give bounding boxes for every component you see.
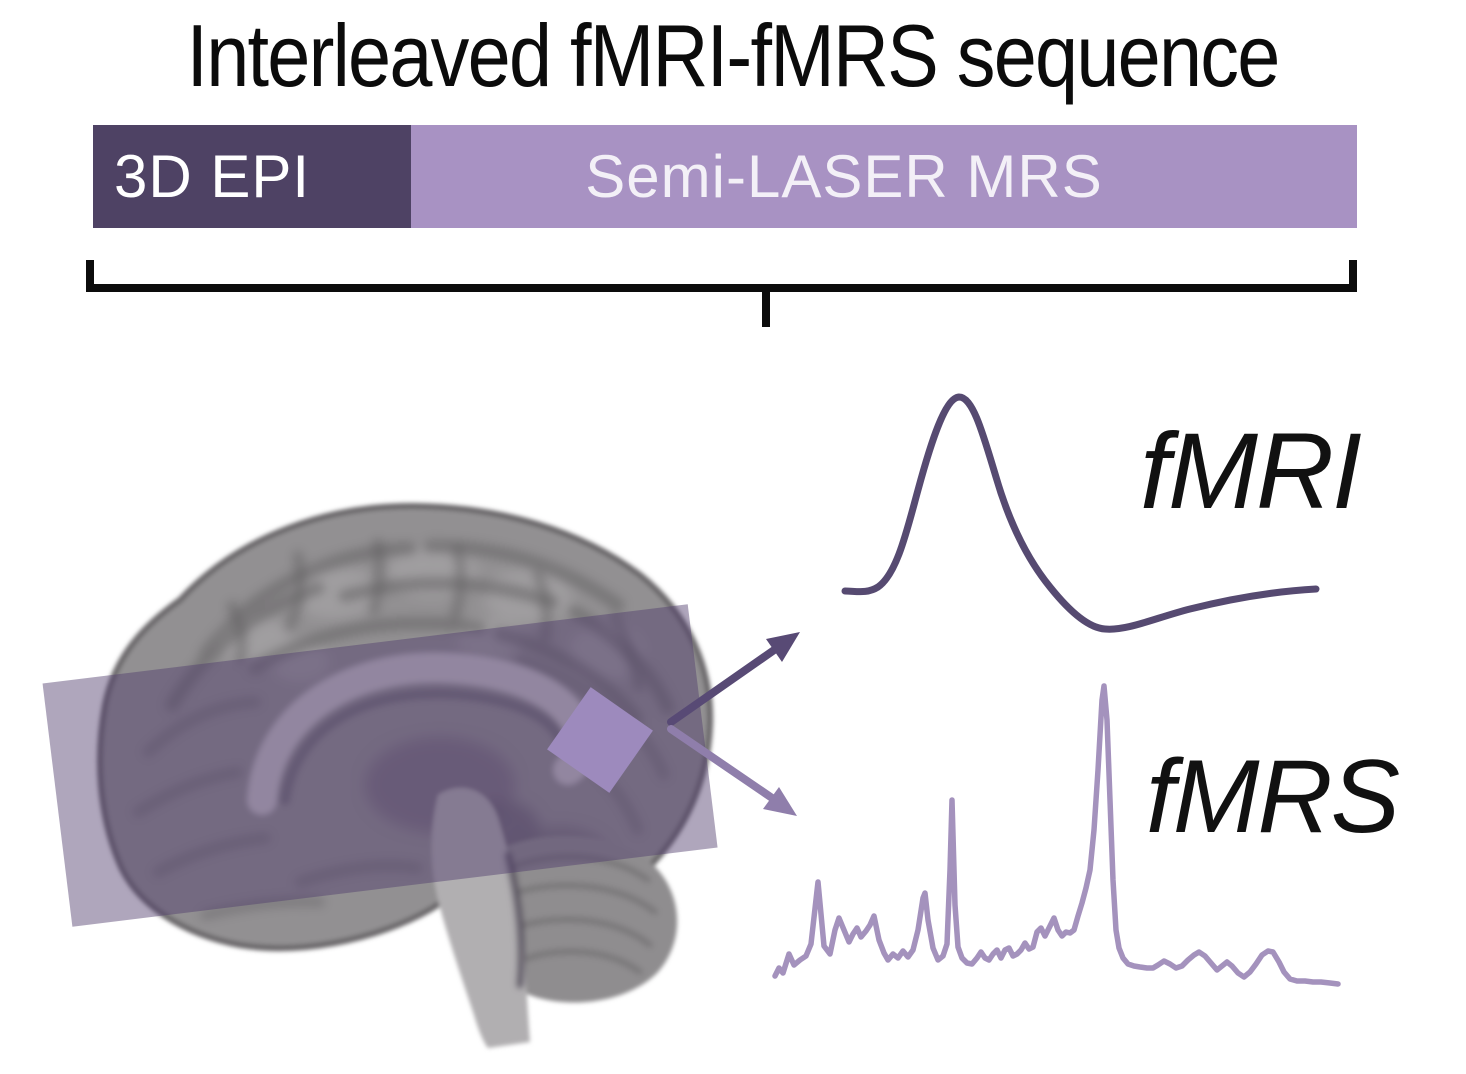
- sequence-segment-semi-laser-mrs: Semi-LASER MRS: [411, 125, 1357, 228]
- segment-label-3d-epi: 3D EPI: [113, 143, 311, 210]
- sequence-bar: 3D EPI Semi-LASER MRS: [93, 125, 1357, 228]
- sequence-bracket-right-tick: [1349, 260, 1357, 292]
- mrs-voxel: [547, 687, 653, 793]
- mrs-slab-overlay: [42, 604, 718, 927]
- brain-fourth-ventricle: [504, 851, 525, 989]
- figure-title: Interleaved fMRI-fMRS sequence: [0, 6, 1466, 105]
- arrow-to-fmrs: [667, 725, 797, 816]
- arrow-to-fmri: [667, 632, 800, 726]
- arrow-to-fmrs-head: [763, 787, 797, 816]
- arrow-to-fmri-head: [766, 632, 800, 662]
- figure-title-text: Interleaved fMRI-fMRS sequence: [186, 6, 1281, 105]
- fmri-hrf-curve: [841, 393, 1320, 633]
- sequence-bracket-center-tick: [762, 284, 770, 327]
- fmrs-label: fMRS: [1146, 739, 1400, 855]
- brain-illustration: [96, 502, 714, 1048]
- brain-callosal-sulcus: [280, 688, 565, 805]
- fmri-label: fMRI: [1140, 410, 1362, 531]
- sequence-bracket-line: [86, 284, 1357, 292]
- brain-medial-sulci: [133, 655, 669, 920]
- sequence-segment-3d-epi: 3D EPI: [93, 125, 411, 228]
- sequence-bracket-left-tick: [86, 260, 94, 292]
- segment-label-semi-laser-mrs: Semi-LASER MRS: [585, 143, 1103, 210]
- brain-sulci-radial: [226, 538, 645, 692]
- fmrs-spectrum-curve: [772, 683, 1341, 987]
